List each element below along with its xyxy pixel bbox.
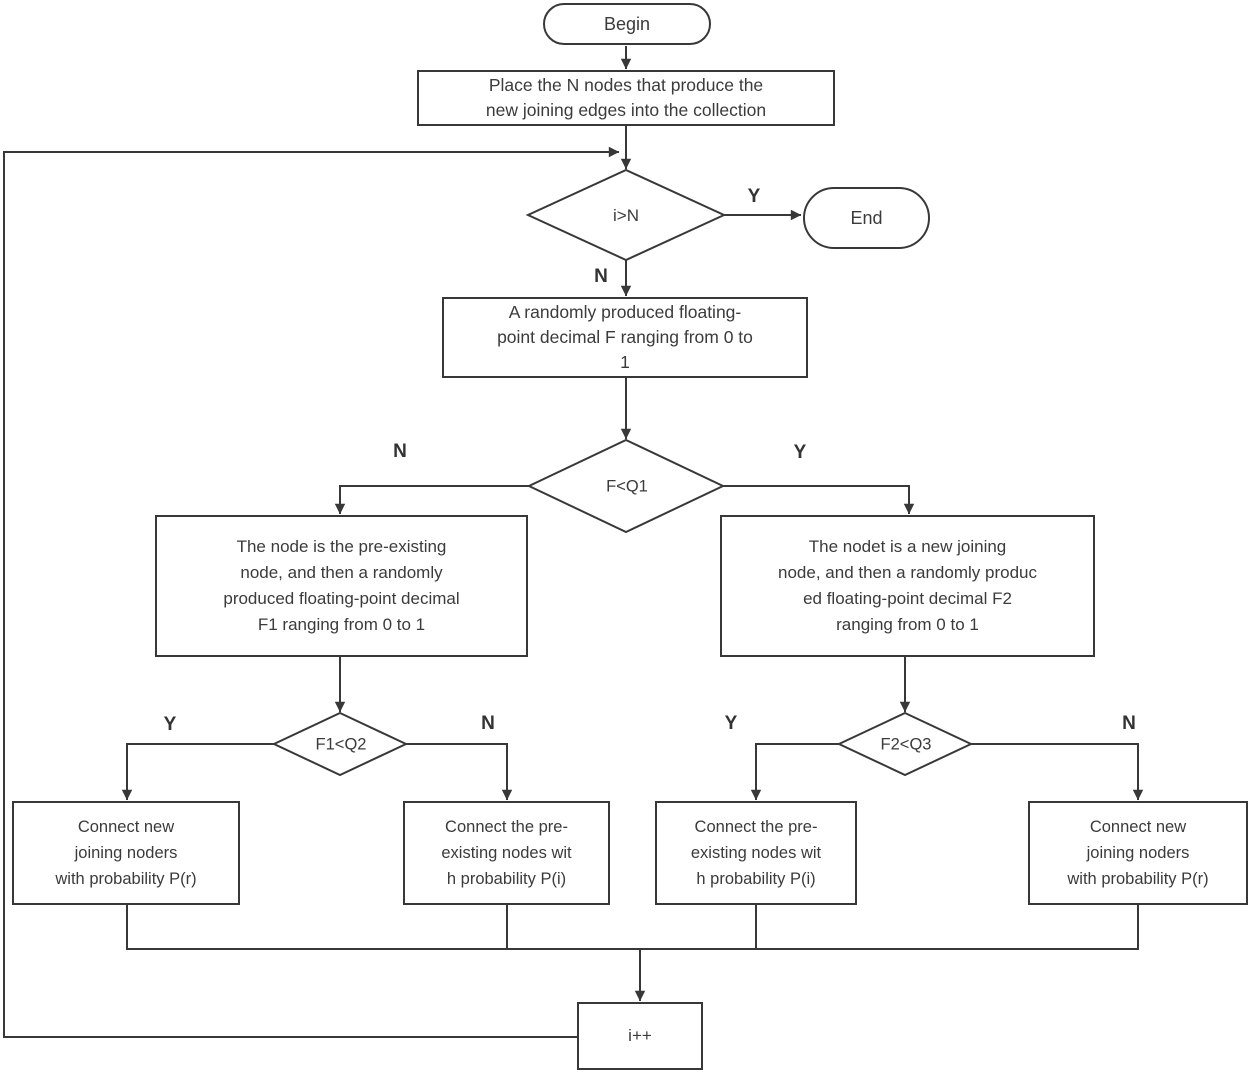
decision-f-q1-shape	[526, 438, 726, 534]
decision-f-q1-label: F<Q1	[606, 477, 648, 496]
edge-f-q1-no-branch	[334, 485, 529, 515]
node-random-f: A randomly produced floating- point deci…	[442, 297, 808, 378]
decision-check-i-shape	[525, 168, 727, 262]
edge-label-f2-q3-yes: Y	[724, 713, 738, 734]
edge-label-check-i-yes: Y	[747, 186, 761, 207]
node-increment: i++	[577, 1002, 703, 1070]
edge-label-f2-q3-no: N	[1122, 713, 1136, 734]
decision-f1-q2-shape	[271, 711, 409, 777]
edge-merge-bar	[126, 905, 1139, 950]
edge-label-f-q1-yes: Y	[793, 442, 807, 463]
node-connect-new-left: Connect new joining noders with probabil…	[12, 801, 240, 905]
decision-check-i-label: i>N	[613, 206, 639, 225]
node-pre-existing: The node is the pre-existing node, and t…	[155, 515, 528, 657]
edge-label-check-i-no: N	[594, 266, 608, 287]
edge-f2-q3-no-branch	[971, 743, 1144, 801]
node-connect-new-right: Connect new joining noders with probabil…	[1028, 801, 1248, 905]
edge-loop-back	[3, 146, 620, 1038]
decision-f2-q3-shape	[836, 711, 974, 777]
edge-label-f-q1-no: N	[393, 441, 407, 462]
edge-f2-q3-yes-branch	[750, 743, 839, 801]
node-end: End	[803, 187, 930, 249]
edge-f1-q2-no-branch	[406, 743, 513, 801]
edge-f1-q2-yes-branch	[121, 743, 274, 801]
node-new-joining: The nodet is a new joining node, and the…	[720, 515, 1095, 657]
node-connect-pre-left: Connect the pre- existing nodes wit h pr…	[403, 801, 610, 905]
node-begin: Begin	[543, 3, 711, 45]
decision-f2-q3-label: F2<Q3	[880, 735, 932, 754]
decision-f1-q2-label: F1<Q2	[315, 735, 367, 754]
node-place-nodes: Place the N nodes that produce the new j…	[417, 70, 835, 126]
node-connect-pre-right: Connect the pre- existing nodes wit h pr…	[655, 801, 857, 905]
edge-label-f1-q2-no: N	[481, 713, 495, 734]
edge-f-q1-yes-branch	[723, 485, 915, 515]
edge-label-f1-q2-yes: Y	[163, 714, 177, 735]
